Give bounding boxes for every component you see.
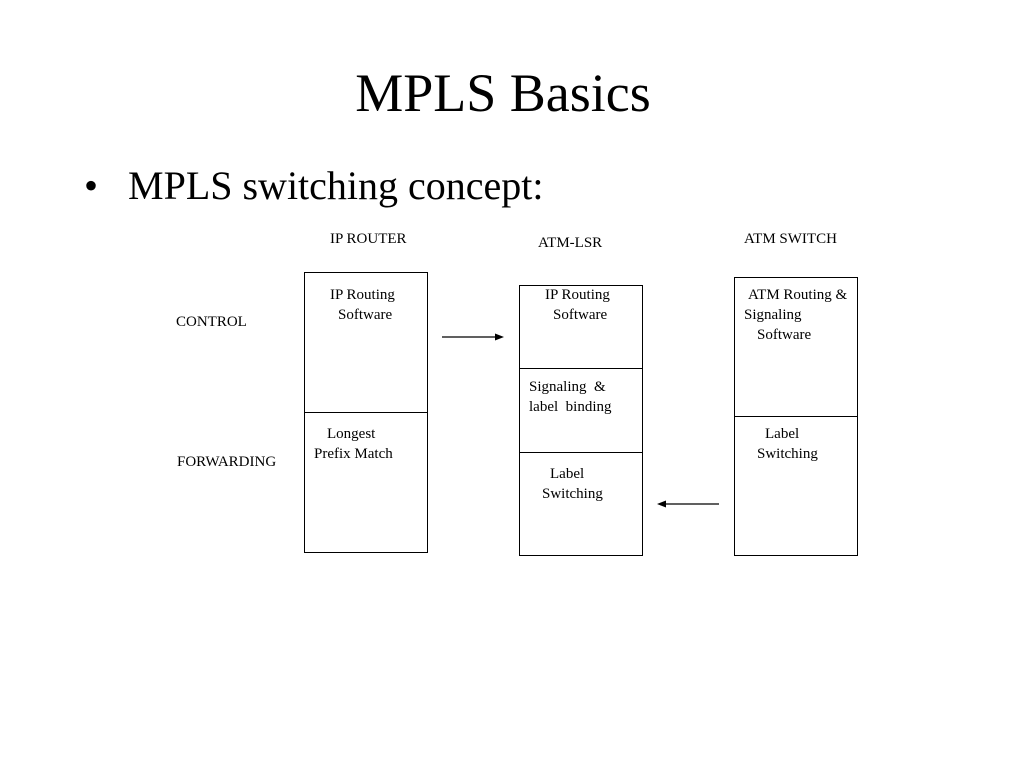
ip-router-forwarding-line2: Prefix Match	[314, 446, 393, 462]
left-arrow	[657, 500, 719, 508]
atm-lsr-divider-bottom	[519, 452, 643, 453]
ip-router-heading: IP ROUTER	[330, 231, 407, 247]
atm-switch-forwarding-line1: Label	[765, 426, 800, 442]
atm-lsr-forwarding-line2: Switching	[542, 486, 603, 502]
ip-router-forwarding-line1: Longest	[327, 426, 376, 442]
ip-router-control-line1: IP Routing	[330, 287, 395, 303]
atm-lsr-heading: ATM-LSR	[538, 235, 603, 251]
atm-switch-divider	[734, 416, 858, 417]
atm-lsr-middle-line1: Signaling &	[529, 379, 606, 395]
atm-lsr-forwarding-line1: Label	[550, 466, 585, 482]
row-label-forwarding: FORWARDING	[177, 454, 277, 470]
atm-lsr-divider-top	[519, 368, 643, 369]
atm-switch-control-line1: ATM Routing &	[748, 287, 848, 303]
atm-lsr-box	[519, 285, 643, 556]
atm-switch-control-line3: Software	[757, 327, 812, 343]
ip-router-divider	[304, 412, 428, 413]
atm-lsr-control-line1: IP Routing	[545, 287, 610, 303]
slide-title: MPLS Basics	[355, 63, 651, 123]
atm-switch-control-line2: Signaling	[744, 307, 802, 323]
right-arrow	[442, 333, 504, 341]
bullet-symbol: •	[84, 163, 99, 208]
atm-switch-forwarding-line2: Switching	[757, 446, 818, 462]
bullet-text: MPLS switching concept:	[128, 163, 544, 208]
ip-router-control-line2: Software	[338, 307, 393, 323]
atm-switch-heading: ATM SWITCH	[744, 231, 837, 247]
row-label-control: CONTROL	[176, 314, 247, 330]
atm-lsr-control-line2: Software	[553, 307, 608, 323]
atm-lsr-middle-line2: label binding	[529, 399, 612, 415]
